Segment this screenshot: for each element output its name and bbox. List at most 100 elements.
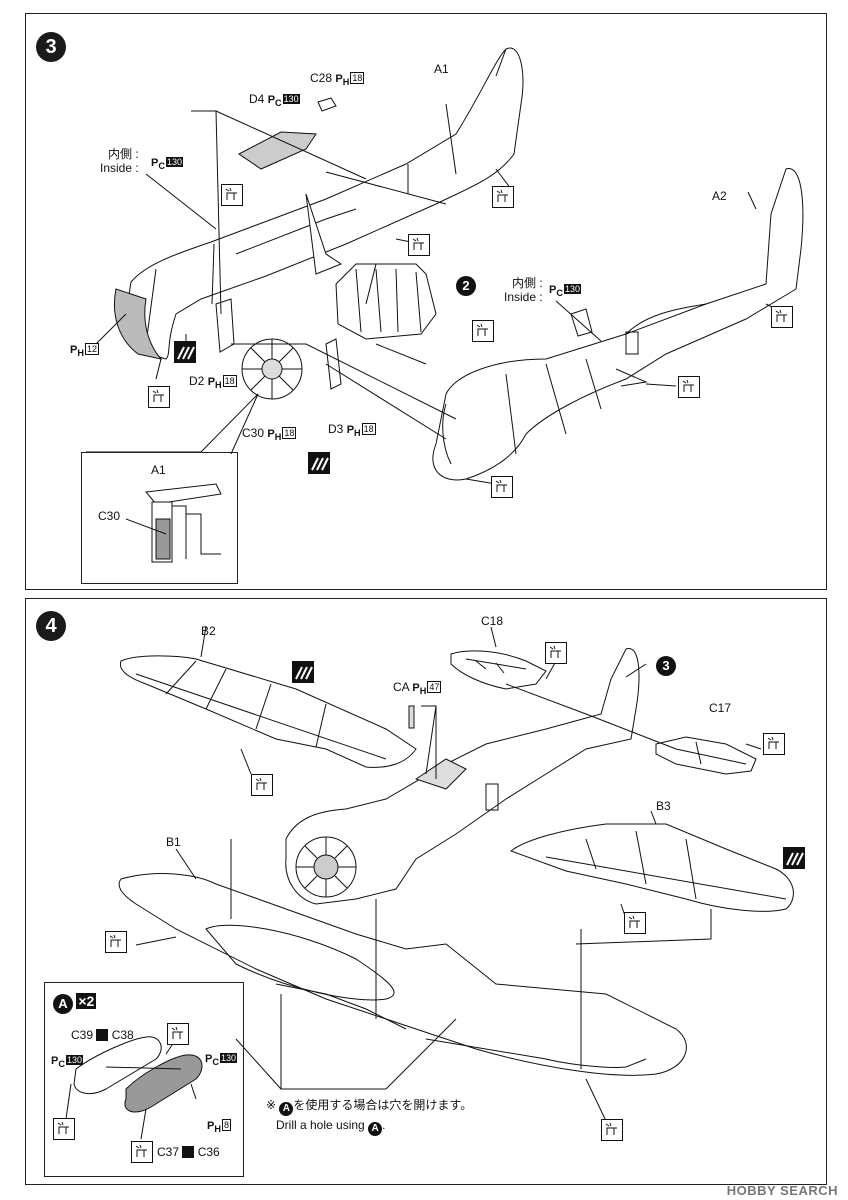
step-3-panel: 3 — [25, 13, 827, 590]
cement-icon — [96, 1029, 109, 1041]
paint-sub: H — [419, 686, 427, 697]
part-label-b1: B1 — [166, 835, 181, 849]
glue-icon — [492, 186, 514, 208]
paint-sub: C — [158, 161, 165, 172]
cement-icon — [174, 341, 196, 363]
paint-mark: PC — [151, 157, 165, 172]
paint-code: 130 — [165, 157, 183, 167]
part-label-c18: C18 — [481, 614, 504, 628]
part-label-c17: C17 — [709, 701, 732, 715]
glue-icon — [148, 386, 170, 408]
paint-sub: H — [274, 432, 282, 443]
paint-mark: PH — [207, 376, 222, 391]
marker-circle: A — [53, 994, 73, 1014]
paint-mark: PH — [70, 344, 84, 359]
label-c37-c36: C37 C36 — [157, 1145, 220, 1159]
paint-code: 12 — [84, 343, 99, 355]
paint-mark: PH — [207, 1120, 221, 1135]
step-ref-3: 3 — [656, 656, 676, 676]
glue-icon — [131, 1141, 153, 1163]
glue-icon — [221, 184, 243, 206]
note-text-jp: を使用する場合は穴を開けます。 — [293, 1098, 473, 1112]
paint-sub: H — [342, 77, 350, 88]
glue-icon — [251, 774, 273, 796]
part-label-text: D4 — [249, 92, 265, 106]
part-label-text: D3 — [328, 422, 344, 436]
part-label-a2: A2 — [712, 189, 727, 203]
inside-jp: 内側 : — [108, 147, 139, 161]
glue-icon — [408, 234, 430, 256]
part-label-text: C38 — [111, 1028, 134, 1042]
part-label-text: C36 — [197, 1145, 220, 1159]
step-number: 3 — [36, 32, 66, 62]
glue-icon — [53, 1118, 75, 1140]
paint-mark: PH — [346, 424, 361, 439]
multiplier-badge: ×2 — [76, 993, 97, 1009]
ref-circle: 3 — [656, 656, 676, 676]
label-c39-c38: C39 C38 — [71, 1028, 134, 1042]
part-label-text: CA — [393, 680, 410, 694]
inset-label-a1: A1 — [151, 463, 166, 477]
glue-icon — [601, 1119, 623, 1141]
cement-icon — [308, 452, 330, 474]
glue-icon — [105, 931, 127, 953]
paint-code: 130 — [282, 94, 300, 104]
part-label-text: C30 — [242, 426, 265, 440]
note-text-end: . — [382, 1118, 386, 1132]
paint-code: 18 — [222, 375, 237, 387]
part-label-text: D2 — [189, 374, 205, 388]
inside-note-2: 内側 : Inside : — [504, 276, 543, 304]
watermark: HOBBY SEARCH — [726, 1183, 838, 1198]
inset-header: A ×2 — [53, 993, 97, 1014]
paint-code: 18 — [350, 72, 365, 84]
part-label-b2: B2 — [201, 624, 216, 638]
glue-icon — [545, 642, 567, 664]
paint-mark: PH — [412, 682, 427, 697]
paint-sub: H — [77, 348, 84, 359]
inside-note: 内側 : Inside : — [100, 147, 139, 175]
glue-icon — [763, 733, 785, 755]
paint-sub: C — [58, 1059, 65, 1070]
paint-mark: PC — [549, 284, 563, 299]
part-label-b3: B3 — [656, 799, 671, 813]
paint-code: 18 — [282, 427, 297, 439]
paint-sub: C — [212, 1057, 219, 1068]
paint-code: 130 — [219, 1053, 237, 1063]
inset-label-c30: C30 — [98, 509, 121, 523]
ref-circle: 2 — [456, 276, 476, 296]
glue-icon — [771, 306, 793, 328]
glue-icon — [167, 1023, 189, 1045]
paint-code: 47 — [427, 681, 442, 693]
paint-mark: PC — [51, 1055, 65, 1070]
cement-icon — [292, 661, 314, 683]
drill-note-en: Drill a hole using A. — [266, 1116, 472, 1136]
note-text-en: Drill a hole using — [276, 1118, 365, 1132]
note-symbol: ※ — [266, 1098, 277, 1112]
step-number: 4 — [36, 611, 66, 641]
glue-icon — [678, 376, 700, 398]
part-label-text: C28 — [310, 71, 333, 85]
part-label-a1: A1 — [434, 62, 449, 76]
part-label-text: C37 — [157, 1145, 180, 1159]
paint-sub: C — [556, 288, 563, 299]
paint-sub: H — [354, 428, 361, 439]
inside-en: Inside : — [504, 290, 543, 304]
step-ref-2: 2 — [456, 276, 476, 296]
paint-code: 8 — [221, 1119, 231, 1131]
paint-sub: C — [275, 98, 282, 109]
inside-en: Inside : — [100, 161, 139, 175]
paint-code: 130 — [563, 284, 581, 294]
paint-code: 130 — [65, 1055, 83, 1065]
